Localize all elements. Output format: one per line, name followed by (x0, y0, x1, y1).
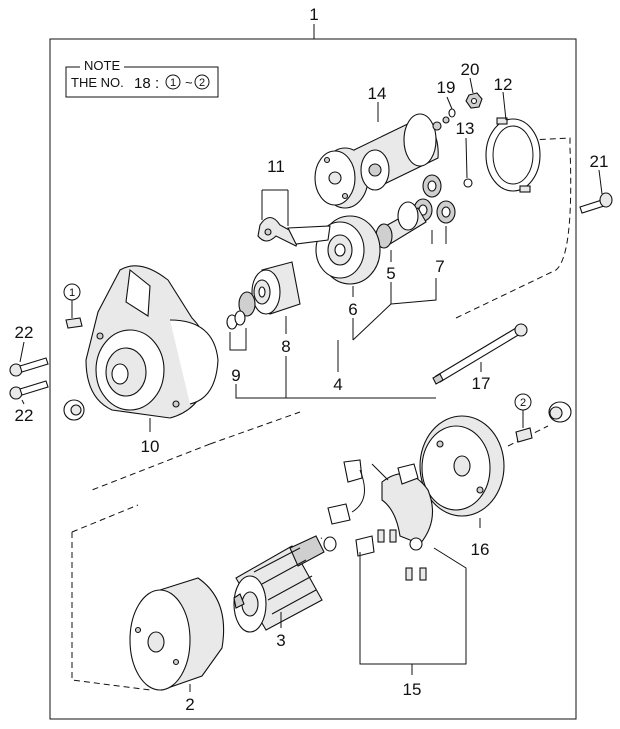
screw-ref-1: 1 (63, 283, 83, 329)
internal-gear (315, 215, 381, 285)
callout-17: 17 (472, 374, 491, 393)
bearing-cap (548, 401, 572, 423)
gear-shaft (375, 201, 427, 249)
leader-7 (431, 226, 447, 244)
axis-mid-dashed-2 (209, 411, 301, 445)
callout-14: 14 (368, 84, 387, 103)
callout-5: 5 (386, 264, 395, 283)
axis-lower-dashed (71, 532, 151, 691)
yoke-assembly (129, 577, 225, 691)
callout-21: 21 (590, 152, 609, 171)
mounting-bolts (9, 357, 49, 400)
callout-22b: 22 (15, 406, 34, 425)
assembly-frame (49, 38, 577, 720)
callout-6: 6 (348, 300, 357, 319)
callout-19: 19 (437, 78, 456, 97)
armature (233, 535, 325, 633)
callout-9: 9 (231, 366, 240, 385)
leader-12 (502, 91, 507, 121)
screw-ref-2: 2 (514, 393, 533, 443)
note-prefix: THE NO. (71, 75, 124, 90)
note-range-dash: ~ (185, 75, 193, 90)
note-range-start: 1 (170, 77, 176, 89)
callout-1: 1 (309, 5, 318, 24)
callout-2: 2 (185, 695, 194, 714)
brush-springs (377, 529, 427, 581)
leader-21 (598, 169, 603, 195)
callout-7: 7 (435, 257, 444, 276)
callout-8: 8 (281, 337, 290, 356)
note-separator: : (155, 75, 159, 92)
shift-lever (257, 216, 331, 247)
washer-19 (448, 108, 456, 118)
axis-upper-dashed (455, 137, 572, 319)
rear-end-frame (419, 415, 505, 517)
note-ref-number: 18 (134, 75, 151, 92)
leader-22b (21, 399, 25, 405)
leader-4-bracket (235, 278, 437, 399)
leader-22a (19, 341, 25, 363)
callout-15: 15 (403, 680, 422, 699)
overrunning-clutch (238, 261, 301, 317)
leader-9 (229, 328, 247, 351)
callout-13: 13 (456, 119, 475, 138)
screw-ref-1-label: 1 (69, 287, 75, 299)
stop-ring (226, 310, 246, 330)
axis-mid-dashed (91, 443, 211, 491)
callout-16: 16 (471, 540, 490, 559)
axis-lower-dashed-2 (71, 504, 139, 533)
through-bolt-21 (579, 192, 613, 214)
callout-3: 3 (276, 631, 285, 650)
callout-20: 20 (461, 60, 480, 79)
nut-20 (465, 92, 483, 109)
callout-12: 12 (494, 75, 513, 94)
leader-15-bracket (359, 547, 467, 665)
clamp-ring (485, 117, 541, 193)
leader-13 (465, 137, 468, 179)
leader-20 (469, 77, 474, 94)
callout-22a: 22 (15, 323, 34, 342)
note-title: NOTE (84, 58, 120, 73)
leader-19 (446, 96, 453, 110)
brush-holder (327, 459, 434, 557)
callout-10: 10 (141, 437, 160, 456)
solenoid-plate (314, 150, 356, 206)
thrust-washer (323, 536, 337, 552)
callout-4: 4 (333, 375, 342, 394)
leader-11 (261, 189, 289, 226)
note-box: NOTE THE NO. 18 : 1 ~ 2 (65, 58, 219, 98)
steel-ball (463, 178, 473, 188)
callout-11: 11 (267, 157, 285, 176)
through-bolt-17 (432, 323, 528, 385)
screw-ref-2-label: 2 (520, 397, 526, 409)
front-housing (85, 265, 219, 419)
note-range-end: 2 (199, 77, 205, 89)
bushing (63, 399, 85, 421)
